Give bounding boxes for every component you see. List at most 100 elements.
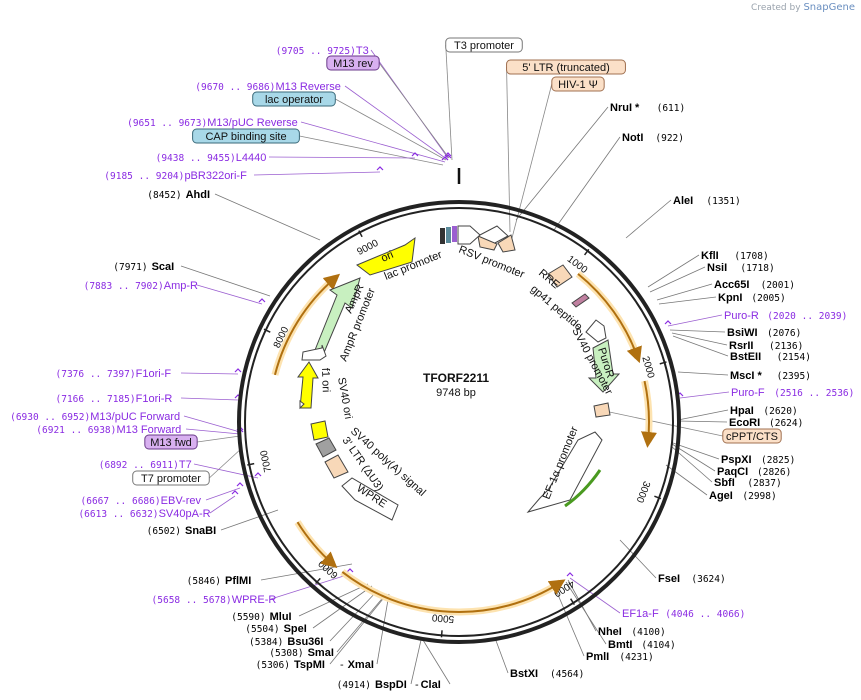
- primer-label-m13-forward: M13 Forward(6921 .. 6938): [36, 424, 181, 436]
- enzyme-label-kpni: KpnI(2005): [718, 292, 786, 304]
- primer-label-f1ori-f: F1ori-F(7376 .. 7397): [56, 368, 172, 380]
- enzyme-position: (4564): [550, 669, 584, 680]
- ruler-tick-5000: [440, 630, 443, 638]
- enzyme-name: Bsu36I: [287, 636, 323, 648]
- primer-name: Puro-R: [724, 310, 759, 322]
- leader-line: [300, 121, 446, 163]
- enzyme-label-nsii: NsiI(1718): [707, 262, 775, 274]
- primer-range: (4046 .. 4066): [665, 609, 745, 620]
- feature-ampr-promoter: [301, 344, 327, 361]
- enzyme-label-tspmi: TspMI (5306): [256, 659, 325, 671]
- enzyme-position: (5306): [256, 660, 290, 671]
- enzyme-separator-0: -: [340, 659, 344, 671]
- enzyme-label-bsiwi: BsiWI (2076): [727, 327, 801, 339]
- orf-glow-3: [294, 520, 336, 567]
- feature-hiv-psi: [497, 234, 516, 253]
- label-text: cPPT/CTS: [726, 431, 778, 443]
- primer-label-m13-puc-forward: M13/pUC Forward(6930 .. 6952): [10, 411, 180, 423]
- enzyme-label-agei: AgeI(2998): [709, 490, 777, 502]
- enzyme-label-noti: NotI (922): [622, 132, 684, 144]
- enzyme-label-nrui: NruI *(611): [610, 102, 685, 114]
- feature-sv40-ori: [310, 420, 329, 441]
- leader-line: [555, 589, 585, 657]
- enzyme-position: (2826): [757, 467, 791, 478]
- primer-name: pBR322ori-F: [184, 170, 247, 182]
- primer-range: (9185 .. 9204): [104, 171, 184, 182]
- leader-line: [677, 409, 729, 421]
- enzyme-label-pflmi: PflMI(5846): [187, 575, 252, 587]
- leader-line: [329, 593, 388, 665]
- enzyme-name: SbfI: [714, 477, 735, 489]
- primer-label-m13-puc-reverse: M13/pUC Reverse(9651 .. 9673): [127, 117, 298, 129]
- enzyme-name: FseI: [658, 573, 680, 585]
- enzyme-label-mlui: MluI(5590): [231, 611, 291, 623]
- backbone-inner: [244, 207, 674, 637]
- primer-range: (2516 .. 2536): [774, 388, 854, 399]
- enzyme-position: (2076): [767, 328, 801, 339]
- enzyme-name: NotI: [622, 132, 643, 144]
- feature-cppt: [593, 402, 611, 418]
- credit-brand: SnapGene: [803, 2, 855, 13]
- leader-line: [672, 335, 729, 357]
- enzyme-name: AgeI: [709, 490, 733, 502]
- feature-t3-promoter: [457, 225, 481, 245]
- ruler-tick-8000: [263, 328, 271, 333]
- feature-ampr-tail: [299, 400, 305, 410]
- enzyme-position: (922): [655, 133, 684, 144]
- primer-name: F1ori-F: [136, 368, 172, 380]
- leader-lines: [180, 44, 730, 685]
- leader-line: [677, 420, 728, 423]
- enzyme-name: HpaI: [730, 405, 754, 417]
- enzyme-name: ScaI: [152, 261, 175, 273]
- leader-line: [565, 581, 607, 645]
- label-box: [252, 91, 336, 107]
- enzyme-label-bsteii: BstEII(2154): [730, 351, 811, 363]
- box-label-t3-promoter: T3 promoter: [445, 37, 523, 53]
- enzyme-position: (4914): [337, 680, 371, 691]
- leader-line: [344, 85, 449, 161]
- orf-arc-2: [341, 571, 566, 613]
- enzyme-name: EcoRI: [729, 417, 760, 429]
- primer-arrow: [444, 154, 452, 159]
- primer-label-pbr322ori-f: pBR322ori-F(9185 .. 9204): [104, 170, 247, 182]
- leader-line: [679, 391, 730, 399]
- primer-range: (6921 .. 6938): [36, 425, 116, 436]
- enzyme-name: TspMI: [294, 659, 325, 671]
- enzyme-position: (1708): [734, 251, 768, 262]
- leader-line: [209, 447, 243, 479]
- leader-line: [180, 397, 239, 401]
- feature-f1-ori: [297, 361, 319, 409]
- primer-arrow: [346, 568, 354, 573]
- leader-line: [196, 284, 263, 305]
- leader-line: [669, 329, 726, 333]
- feature-sv40-promoter: [585, 319, 607, 343]
- enzyme-position: (8452): [147, 190, 181, 201]
- feature-ef1a-promoter: [526, 431, 603, 513]
- leader-line: [656, 283, 713, 301]
- box-label-lac-operator: lac operator: [252, 91, 336, 107]
- enzyme-name: AhdI: [186, 189, 210, 201]
- enzyme-name: BsiWI: [727, 327, 758, 339]
- label-box: [132, 470, 210, 486]
- enzyme-name: KpnI: [718, 292, 742, 304]
- ruler-label-9000: 9000: [355, 238, 380, 258]
- primer-range: (6930 .. 6952): [10, 412, 90, 423]
- enzyme-label-nhei: NheI(4100): [598, 626, 666, 638]
- enzyme-label-bsu36i: Bsu36I(5384): [249, 636, 323, 648]
- ruler-tick-4000: [569, 598, 575, 606]
- feature-wpre: [341, 477, 399, 521]
- primer-label-t7: T7(6892 .. 6911): [99, 459, 192, 471]
- enzyme-label-fsei: FseI(3624): [658, 573, 726, 585]
- enzyme-position: (6502): [147, 526, 181, 537]
- label-sv40-ori: SV40 ori: [335, 376, 354, 420]
- primer-arrow: [254, 472, 262, 477]
- enzyme-position: (1351): [706, 196, 740, 207]
- label-text: lac operator: [265, 94, 323, 106]
- leader-line: [511, 83, 553, 239]
- enzyme-position: (2624): [769, 418, 803, 429]
- primer-range: (9438 .. 9455): [156, 153, 236, 164]
- primer-name: SV40pA-R: [159, 508, 211, 520]
- plasmid-name: TFORF2211: [423, 371, 489, 385]
- leader-line: [335, 98, 447, 161]
